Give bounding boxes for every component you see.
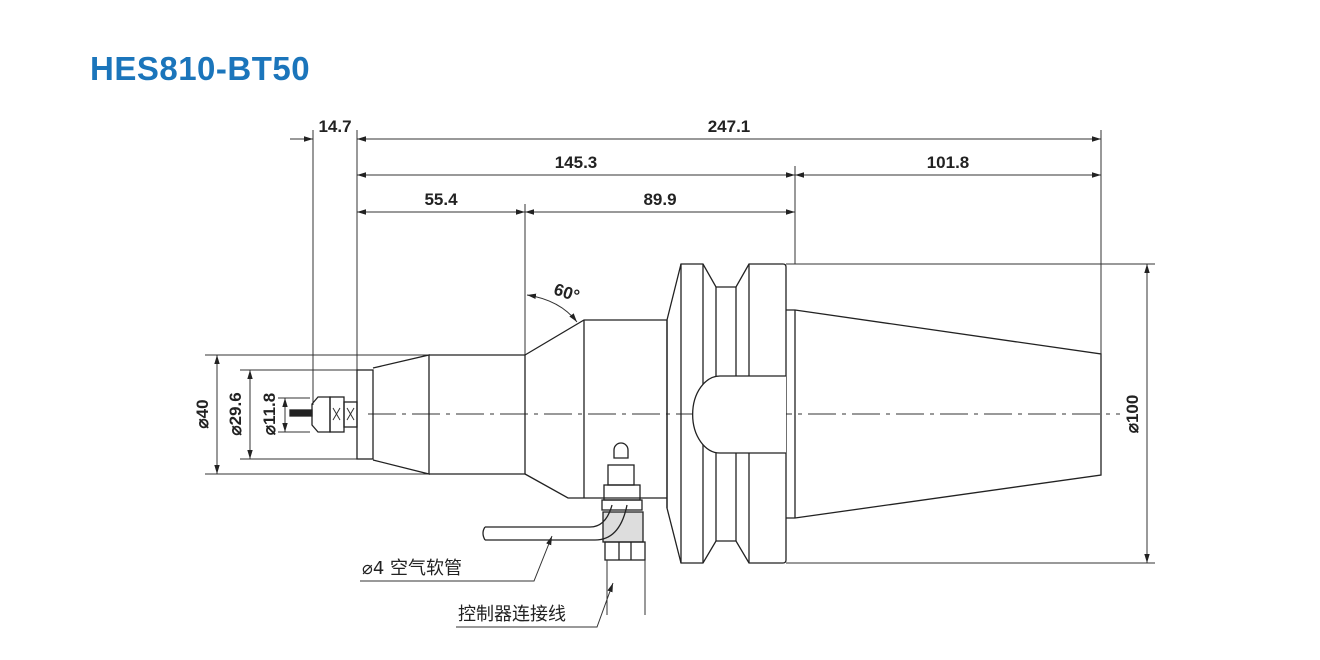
air-hose-label: ⌀4 空气软管 xyxy=(362,558,462,579)
dim-dia-11-8: ⌀11.8 xyxy=(260,393,279,435)
dim-55-4: 55.4 xyxy=(424,190,458,209)
tool-holder-body xyxy=(356,263,1102,564)
probe-stylus xyxy=(289,396,358,433)
dim-dia-40: ⌀40 xyxy=(193,399,212,428)
air-hose xyxy=(485,504,628,541)
dim-dia-29-6: ⌀29.6 xyxy=(226,392,245,435)
dimension-lines xyxy=(214,136,1150,563)
dim-247-1: 247.1 xyxy=(708,117,751,136)
dim-89-9: 89.9 xyxy=(643,190,676,209)
leader-lines xyxy=(360,535,614,628)
dim-145-3: 145.3 xyxy=(555,153,598,172)
dim-101-8: 101.8 xyxy=(927,153,970,172)
controller-cable-label: 控制器连接线 xyxy=(458,604,566,625)
extension-lines xyxy=(205,130,1155,564)
drawing-title: HES810-BT50 xyxy=(90,50,311,87)
dim-14-7: 14.7 xyxy=(318,117,351,136)
dim-dia-100: ⌀100 xyxy=(1123,395,1142,434)
dim-angle-60: 60° xyxy=(552,280,583,306)
connector-fitting xyxy=(601,442,646,615)
